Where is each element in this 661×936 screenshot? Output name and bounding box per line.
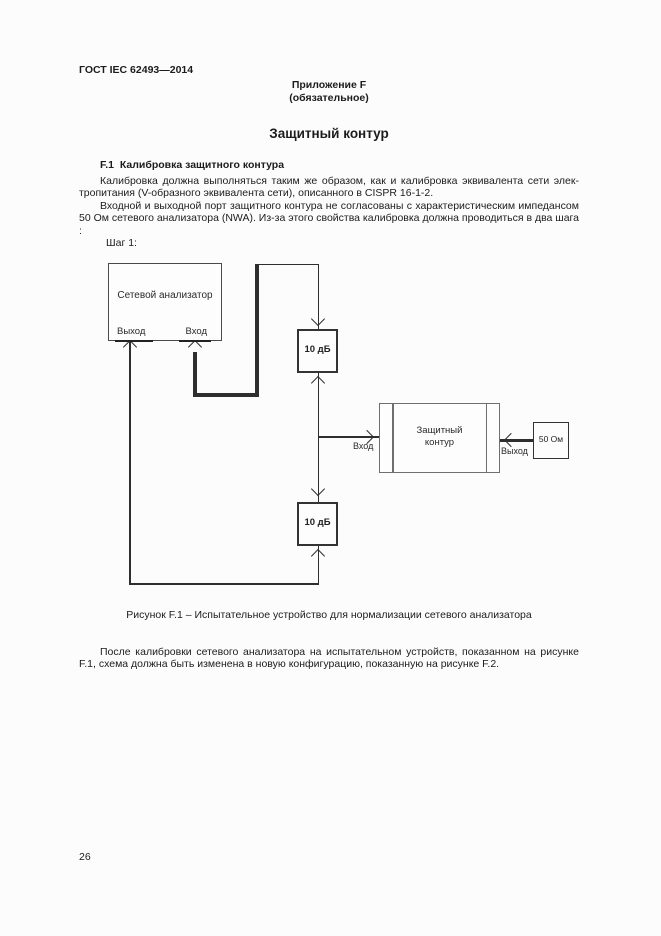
step-label: Шаг 1: [106, 237, 137, 250]
arrowhead-left-icon [503, 432, 519, 448]
cable [193, 393, 257, 397]
network-analyzer-box: Сетевой анализатор Выход Вход [108, 263, 222, 342]
attenuator-bottom-box: 10 дБ [297, 502, 338, 546]
arrowhead-up-icon [310, 548, 326, 564]
annex-heading: Приложение F (обязательное) [79, 79, 579, 104]
load-label: 50 Ом [538, 434, 564, 444]
paragraph-line: Входной и выходной порт защитного контур… [100, 199, 579, 212]
load-box: 50 Ом [533, 422, 569, 459]
paragraph-line: F.1, схема должна быть изменена в новую … [79, 658, 500, 671]
body-text: Калибровка должна выполняться таким же о… [79, 175, 579, 250]
wire [318, 436, 379, 438]
arrowhead-down-icon [310, 311, 326, 327]
protective-circuit-label-line: Защитный [416, 425, 463, 436]
attenuator-bottom-label: 10 дБ [304, 517, 331, 528]
dut-output-port-label: Выход [501, 446, 528, 456]
protective-circuit-label-line: контур [424, 437, 455, 448]
standard-number: ГОСТ IEC 62493—2014 [79, 64, 194, 76]
arrowhead-up-icon [122, 339, 138, 355]
port-tick [115, 339, 153, 342]
wire [129, 341, 131, 584]
page-title: Защитный контур [269, 126, 389, 141]
body-text-2: После калибровки сетевого анализатора на… [79, 646, 579, 671]
wire [317, 373, 319, 437]
paragraph-line: : [79, 224, 82, 237]
nwa-output-port-label: Выход [117, 326, 146, 337]
flange-line [392, 404, 394, 472]
paragraph-line: тропитания (V-образного эквивалента сети… [79, 187, 434, 200]
network-analyzer-label: Сетевой анализатор [117, 290, 213, 301]
cable [193, 352, 197, 397]
attenuator-top-box: 10 дБ [297, 329, 338, 373]
annex-name: Приложение F [291, 79, 367, 91]
arrowhead-up-icon [310, 375, 326, 391]
dut-input-port-label: Вход [353, 441, 374, 451]
cable [255, 263, 259, 397]
annex-type: (обязательное) [289, 91, 369, 104]
nwa-input-port-label: Вход [185, 326, 208, 337]
page-number: 26 [79, 851, 91, 863]
flange-line [485, 404, 487, 472]
cable [500, 438, 533, 442]
paragraph-line: После калибровки сетевого анализатора на… [100, 646, 579, 658]
arrowhead-up-icon [187, 339, 203, 355]
arrowhead-down-icon [310, 481, 326, 497]
protective-circuit-label: Защитный контур [380, 425, 499, 449]
paragraph-line: Калибровка должна выполняться таким же о… [100, 175, 579, 187]
protective-circuit-box: Защитный контур [379, 403, 500, 473]
wire [129, 583, 319, 585]
wire [317, 264, 319, 330]
port-tick [179, 339, 211, 342]
paragraph-line: 50 Ом сетевого анализатора (NWA). Из-за … [79, 212, 579, 225]
wire [317, 437, 319, 504]
attenuator-top-label: 10 дБ [304, 344, 331, 355]
section-heading: F.1 Калибровка защитного контура [100, 159, 285, 171]
wire [256, 263, 319, 265]
figure-caption: Рисунок F.1 – Испытательное устройство д… [126, 609, 532, 621]
wire [317, 546, 319, 584]
